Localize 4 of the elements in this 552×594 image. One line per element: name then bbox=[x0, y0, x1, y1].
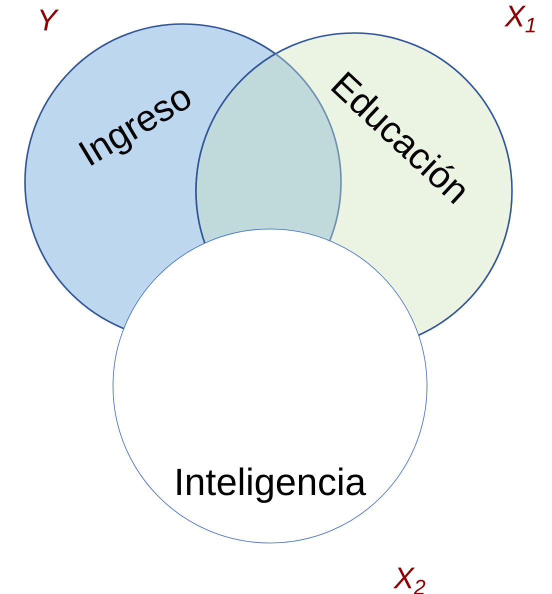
variable-label: X$_{1}$ bbox=[504, 6, 535, 32]
variable-label: Y bbox=[40, 10, 59, 30]
variable-label: X$_{2}$ bbox=[393, 568, 426, 594]
circle-label: Inteligencia bbox=[177, 467, 366, 503]
